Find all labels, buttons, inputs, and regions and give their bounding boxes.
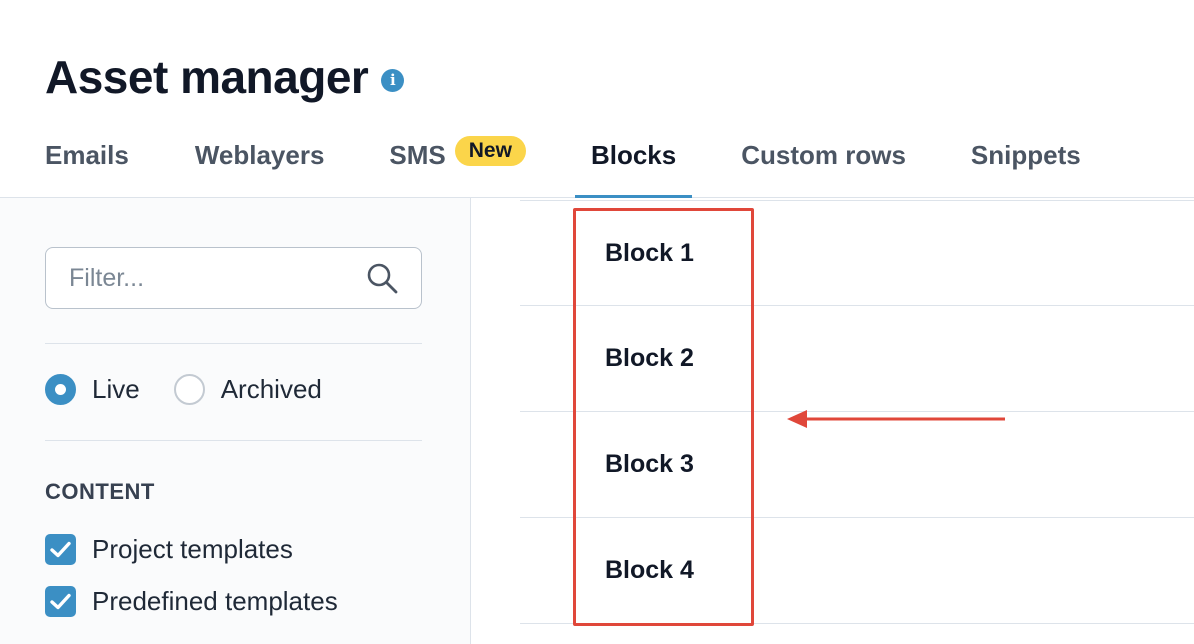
page-title: Asset manager [45,51,369,103]
tab-label: Snippets [970,140,1081,170]
checkbox-label: Predefined templates [92,586,338,616]
radio-selected-icon[interactable] [45,374,76,405]
filter-box [45,247,422,309]
tab-sms[interactable]: SMS New [389,136,526,198]
tab-label: Weblayers [194,140,325,170]
content-section-title: CONTENT [45,479,155,504]
tab-custom-rows[interactable]: Custom rows [741,140,906,198]
status-radio-group: Live Archived [45,374,356,405]
title-row: Asset manager i [45,50,405,104]
radio-archived[interactable]: Archived [173,374,322,405]
tab-emails[interactable]: Emails [45,140,129,198]
info-icon[interactable]: i [381,68,405,92]
tab-label: Blocks [590,140,677,170]
list-item[interactable]: Block 3 [520,412,1194,518]
filter-sidebar: Live Archived CONTENT Project templates … [0,198,471,644]
divider [45,440,422,441]
checkbox-checked-icon[interactable] [45,586,76,617]
blocks-list: Block 1 Block 2 Block 3 Block 4 [472,198,1194,644]
block-name: Block 2 [605,344,694,372]
filter-input[interactable] [69,263,349,293]
tab-label: Custom rows [741,140,906,170]
new-badge: New [454,136,526,166]
tab-blocks[interactable]: Blocks [574,140,693,198]
tab-snippets[interactable]: Snippets [971,140,1081,198]
list-item[interactable]: Block 1 [520,200,1194,306]
checkbox-project-templates[interactable]: Project templates [45,534,293,565]
annotation-arrow-icon [787,410,1005,428]
list-item[interactable]: Block 4 [520,518,1194,624]
block-name: Block 1 [605,238,694,267]
checkbox-label: Project templates [92,534,293,564]
checkbox-predefined-templates[interactable]: Predefined templates [45,586,338,617]
radio-live[interactable]: Live [45,374,140,405]
radio-label: Archived [220,374,322,404]
radio-label: Live [92,374,140,404]
page-header: Asset manager i Emails Weblayers SMS New… [0,0,1194,198]
asset-tabs: Emails Weblayers SMS New Blocks Custom r… [45,136,1081,198]
checkbox-checked-icon[interactable] [45,534,76,565]
search-icon[interactable] [365,261,399,295]
tab-label: SMS [389,140,446,170]
divider [45,343,422,344]
list-item[interactable]: Block 2 [520,306,1194,412]
block-name: Block 4 [605,556,694,584]
tab-label: Emails [45,140,129,170]
block-name: Block 3 [605,450,694,478]
tab-weblayers[interactable]: Weblayers [195,140,325,198]
radio-unselected-icon[interactable] [173,374,205,405]
